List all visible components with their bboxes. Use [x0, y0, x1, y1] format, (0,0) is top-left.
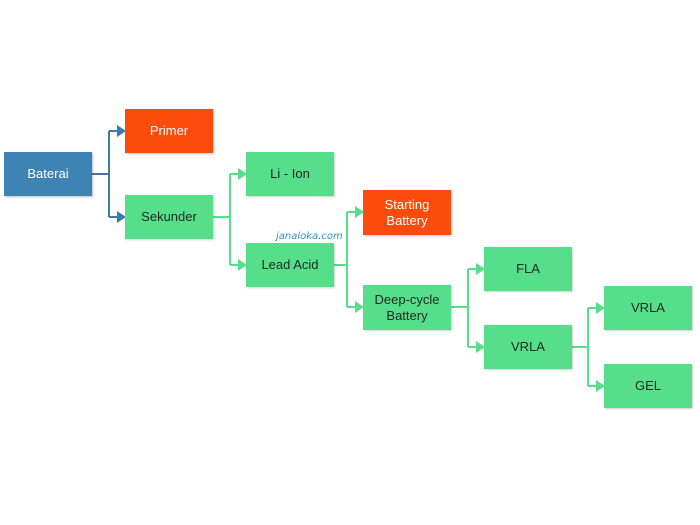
node-deep-cycle-battery: Deep-cycle Battery: [363, 285, 451, 330]
arrow-to-li-ion: [238, 168, 247, 180]
node-fla: FLA: [484, 247, 572, 291]
node-lead-acid: Lead Acid: [246, 243, 334, 287]
node-li-ion: Li - Ion: [246, 152, 334, 196]
connector-sekunder: [213, 173, 239, 266]
arrow-to-deep-cycle: [355, 301, 364, 313]
arrow-to-vrla: [476, 341, 485, 353]
arrow-to-sekunder: [117, 211, 126, 223]
node-sekunder: Sekunder: [125, 195, 213, 239]
arrow-to-gel: [596, 380, 605, 392]
arrow-to-primer: [117, 125, 126, 137]
node-vrla-child: VRLA: [604, 286, 692, 330]
arrow-to-vrla-child: [596, 302, 605, 314]
connector-vrla: [572, 307, 597, 387]
node-vrla: VRLA: [484, 325, 572, 369]
connector-deep-cycle: [451, 268, 477, 348]
node-starting-battery: Starting Battery: [363, 190, 451, 235]
arrow-to-fla: [476, 263, 485, 275]
connector-lead-acid: [334, 211, 356, 308]
node-baterai: Baterai: [4, 152, 92, 196]
arrow-to-lead-acid: [238, 259, 247, 271]
watermark-text: janaloka.com: [276, 231, 343, 242]
node-gel: GEL: [604, 364, 692, 408]
arrow-to-starting-battery: [355, 206, 364, 218]
node-primer: Primer: [125, 109, 213, 153]
connector-baterai: [92, 130, 118, 218]
